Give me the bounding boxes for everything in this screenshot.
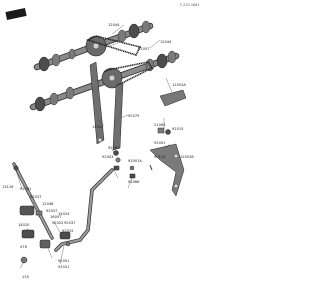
callout-92015-bottom: 92015 (62, 229, 73, 233)
callout-476: 476 (20, 245, 28, 249)
chain-guide-right (112, 82, 124, 151)
callout-12044-right: 12044 (160, 40, 172, 44)
callout-92021: 92021 (58, 265, 69, 269)
callout-92015-right: 92015 (172, 127, 183, 131)
leader-lines (15, 24, 173, 269)
part-callouts: 12044 92057 12044 12053A 12053 92075 920… (2, 23, 194, 279)
callout-12053a: 12053A (172, 83, 186, 87)
callout-120538: 120538 (180, 155, 194, 159)
callout-92066: 92066 (128, 180, 140, 184)
callout-92001a: 92001A (128, 159, 142, 163)
callout-16007: 16007 (50, 215, 61, 219)
callout-13116: 13116 (2, 185, 14, 189)
callout-92037-a: 92037 (30, 195, 41, 199)
callout-92001-right: 92001 (154, 141, 165, 145)
camshaft-chain-tensioner-exploded-diagram: F-220-1661 (2, 3, 200, 279)
callout-92037-b: 92037 (46, 209, 57, 213)
cam-chain (85, 35, 154, 87)
callout-92081: 92081 (20, 187, 31, 191)
upper-cam-sprocket (85, 35, 107, 57)
callout-14020: 14020 (18, 223, 30, 227)
callout-21063: 21063 (154, 123, 165, 127)
callout-92110: 92110 (154, 155, 166, 159)
chain-tensioner-right (149, 127, 185, 197)
callout-92057-top: 92057 (138, 47, 149, 51)
chain-guide-left (89, 61, 105, 145)
callout-92003: 92003 (102, 155, 113, 159)
callout-12048: 12048 (42, 202, 54, 206)
callout-92037-c: 92037 (64, 221, 75, 225)
callout-14024: 14024 (58, 212, 70, 216)
callout-135: 135 (22, 275, 29, 279)
lower-cam-sprocket (101, 67, 123, 89)
oil-pipe (54, 164, 153, 252)
figure-reference: F-220-1661 (180, 3, 200, 7)
callout-92022: 92022 (52, 221, 63, 225)
callout-92065: 92065 (108, 146, 119, 150)
callout-12044-top: 12044 (108, 23, 120, 27)
tensioner-push-rod (12, 162, 54, 240)
tensioner-body-lower (19, 205, 71, 264)
kawasaki-logo (5, 8, 27, 20)
chain-guide-upper (159, 89, 187, 107)
fasteners-center (113, 150, 136, 179)
callout-12053: 12053 (92, 125, 103, 129)
callout-92001-bottom: 92001 (58, 259, 69, 263)
callout-92075: 92075 (128, 114, 139, 118)
